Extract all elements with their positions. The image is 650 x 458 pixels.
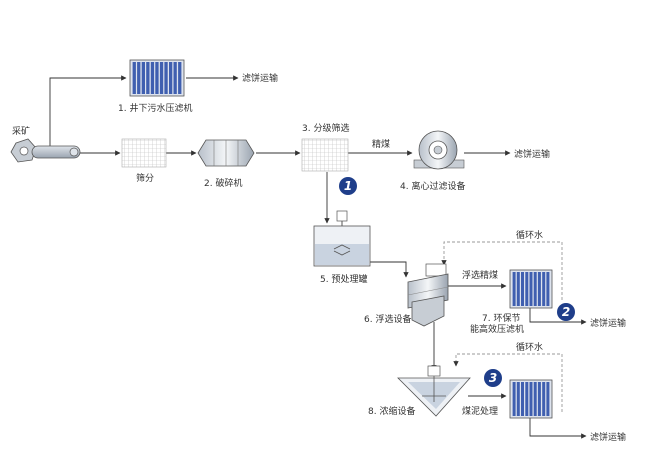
gear-hub (19, 146, 29, 156)
recycle-lines (441, 241, 563, 412)
filter-plates (512, 272, 550, 306)
label-flotation-coal: 浮选精煤 (462, 269, 498, 281)
pretank (313, 210, 371, 267)
flow-lines (49, 75, 587, 439)
step-badge-1: 1 (339, 177, 357, 195)
label-cake-top: 滤饼运输 (242, 72, 278, 84)
filter-plate (529, 382, 533, 416)
screen-grid (121, 138, 167, 168)
filter-plate (537, 272, 541, 306)
label-centrifuge: 4. 离心过滤设备 (400, 180, 465, 192)
centrifuge (413, 130, 465, 170)
filter-plate (546, 272, 550, 306)
line-pretank-to-flotation (370, 261, 409, 278)
label-cake-mid: 滤饼运输 (514, 148, 550, 160)
filter-plate (137, 62, 141, 94)
filter-plate (525, 382, 529, 416)
recycle-line-1 (441, 241, 563, 300)
filter-plate (155, 62, 159, 94)
filter-plate (537, 382, 541, 416)
badge-number: 1 (344, 179, 352, 193)
recycle-line-2 (453, 353, 563, 412)
label-sludge: 煤泥处理 (462, 405, 498, 417)
label-recycle-water-2: 循环水 (516, 341, 543, 353)
flotation-unit (407, 263, 449, 327)
label-thickener: 8. 浓缩设备 (368, 405, 415, 417)
filter-plates (512, 382, 550, 416)
labels: 采矿 1. 井下污水压滤机 滤饼运输 筛分 2. 破碎机 3. 分级筛选 精煤 … (12, 72, 626, 443)
filter-plate (150, 62, 155, 94)
conveyor-belt (31, 145, 81, 159)
badge-number: 3 (489, 371, 497, 385)
filter-plate (525, 272, 529, 306)
grading-screen-grid (301, 138, 349, 172)
filter-plate (173, 62, 177, 94)
filter-plate (516, 382, 520, 416)
conveyor-roller (69, 147, 79, 157)
label-recycle-water-1: 循环水 (516, 229, 543, 241)
filter-plate (164, 62, 168, 94)
line-mining-to-filter1 (49, 75, 127, 148)
filter-press-1 (129, 59, 185, 97)
line-filter-bottom-to-cake (529, 418, 587, 439)
line-filter7-to-cake (529, 307, 587, 325)
label-filter1: 1. 井下污水压滤机 (118, 102, 192, 114)
filter-plate (542, 272, 546, 306)
filter-plate (542, 382, 546, 416)
step-badge-3: 3 (484, 369, 502, 387)
filter-plate (546, 382, 550, 416)
filter-plate (132, 62, 136, 94)
label-crusher: 2. 破碎机 (204, 177, 242, 189)
label-cake-bottom: 滤饼运输 (590, 431, 626, 443)
filter-plate (521, 272, 524, 306)
crusher (197, 139, 255, 167)
filter-plate (146, 62, 150, 94)
label-screen: 筛分 (136, 172, 154, 184)
label-clean-coal: 精煤 (372, 138, 390, 150)
filter-plate (521, 382, 524, 416)
filter-plate (533, 382, 537, 416)
filter-press-7 (509, 269, 553, 309)
label-filter7-line1: 7. 环保节 (482, 312, 520, 324)
filter-plate (178, 62, 182, 94)
step-badge-2: 2 (557, 303, 575, 321)
filter-plate (159, 62, 164, 94)
label-pretank: 5. 预处理罐 (320, 273, 367, 285)
label-mining: 采矿 (12, 125, 30, 137)
filter-plate (512, 272, 516, 306)
mining-conveyor (10, 138, 81, 163)
filter-plate (169, 62, 173, 94)
label-flotation: 6. 浮选设备 (364, 313, 411, 325)
filter-plate (141, 62, 145, 94)
filter-plate (533, 272, 537, 306)
filter-plates (132, 62, 182, 94)
filter-plate (512, 382, 516, 416)
filter-plate (529, 272, 533, 306)
badge-number: 2 (562, 305, 570, 319)
label-cake-right: 滤饼运输 (590, 317, 626, 329)
filter-plate (516, 272, 520, 306)
label-grading: 3. 分级筛选 (302, 122, 349, 134)
label-filter7-line2: 能高效压滤机 (470, 323, 524, 335)
thickener (397, 365, 471, 417)
filter-press-bottom (509, 379, 553, 419)
